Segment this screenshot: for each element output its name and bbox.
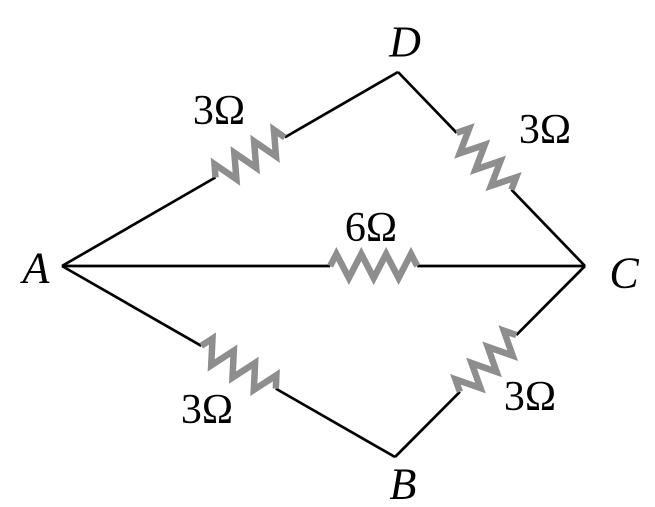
resistor-value-label-B-C: 3Ω xyxy=(504,374,556,420)
wire-A-D-segment-2 xyxy=(284,70,399,139)
node-label-A: A xyxy=(20,244,51,293)
resistor-icon-B-C xyxy=(450,325,519,394)
resistor-icon-A-B xyxy=(199,332,280,397)
resistor-value-label-A-B: 3Ω xyxy=(181,387,233,433)
wire-A-B-segment-2 xyxy=(275,387,396,459)
wire-B-C-segment-1 xyxy=(394,390,461,458)
wire-A-D-segment-1 xyxy=(61,176,217,268)
resistor-value-label-A-D: 3Ω xyxy=(193,88,245,134)
wire-B-C-segment-2 xyxy=(515,265,586,337)
resistor-value-label-A-C: 6Ω xyxy=(345,205,397,251)
node-label-B: B xyxy=(390,460,417,507)
resistor-icon-A-C xyxy=(327,246,421,286)
resistor-icon-D-C xyxy=(454,123,522,192)
wire-D-C-segment-1 xyxy=(397,71,458,134)
resistor-value-label-D-C: 3Ω xyxy=(519,107,571,153)
node-label-D: D xyxy=(388,18,421,67)
wire-D-C-segment-2 xyxy=(510,188,586,267)
wire-A-B-segment-1 xyxy=(61,264,202,348)
resistor-icon-A-D xyxy=(210,123,287,186)
node-label-C: C xyxy=(609,249,639,298)
